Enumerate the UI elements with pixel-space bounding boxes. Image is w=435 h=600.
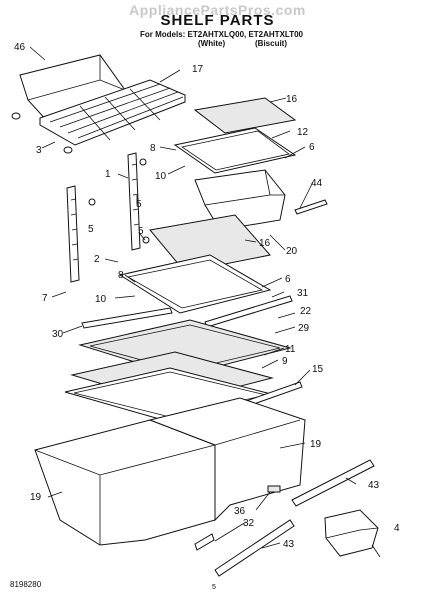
callout-1: 1 xyxy=(105,169,111,180)
callout-5-lower: 5 xyxy=(138,226,144,237)
part-19-crisper-drawer-left xyxy=(34,419,216,546)
callout-17: 17 xyxy=(192,64,204,75)
callout-4: 4 xyxy=(394,523,400,534)
callout-10-upper: 10 xyxy=(155,171,167,182)
model-list: For Models: ET2AHTXLQ00, ET2AHTXLT00 xyxy=(140,30,303,39)
callout-43-lower: 43 xyxy=(283,539,295,550)
part-4-dairy-bin xyxy=(324,509,379,557)
part-19-crisper-drawer-right xyxy=(148,397,306,522)
part-44-trim xyxy=(294,199,328,215)
part-6-shelf-frame xyxy=(118,254,272,314)
callout-43-upper: 43 xyxy=(368,480,380,491)
callout-11: 11 xyxy=(285,344,296,355)
callout-15: 15 xyxy=(312,364,324,375)
callout-19-left: 19 xyxy=(30,492,42,503)
callout-2: 2 xyxy=(94,254,100,265)
part-36-slide xyxy=(267,485,281,493)
callout-6-upper: 6 xyxy=(309,142,315,153)
part-12-shelf-frame-upper xyxy=(173,127,297,174)
callout-8-lower: 8 xyxy=(118,270,124,281)
part-17-wire-shelf xyxy=(39,79,186,146)
callout-36: 36 xyxy=(234,506,246,517)
callout-22: 22 xyxy=(300,306,312,317)
color-white-label: (White) xyxy=(198,39,226,48)
callout-20: 20 xyxy=(286,246,298,257)
watermark: AppliancePartsPros.com xyxy=(129,2,306,18)
part-16-glass-shelf-upper xyxy=(193,97,297,134)
color-biscuit-label: (Biscuit) xyxy=(255,39,287,48)
callout-46: 46 xyxy=(14,42,26,53)
callout-3: 3 xyxy=(36,145,42,156)
callout-16-upper: 16 xyxy=(286,94,298,105)
part-43-trim-lower xyxy=(214,519,295,577)
callout-7: 7 xyxy=(42,293,48,304)
callout-5-right: 5 xyxy=(136,199,142,210)
callout-6-lower: 6 xyxy=(285,274,291,285)
part-2-shelf-rail xyxy=(66,185,80,283)
callout-5-left: 5 xyxy=(88,224,94,235)
part-30-trim xyxy=(81,307,173,329)
callout-12: 12 xyxy=(297,127,309,138)
part-44-crisper-bin xyxy=(194,169,286,231)
callout-19-right: 19 xyxy=(310,439,322,450)
document-number: 8198280 xyxy=(10,580,42,589)
diagram-title: SHELF PARTS xyxy=(160,12,275,29)
callout-8-upper: 8 xyxy=(150,143,156,154)
callout-30: 30 xyxy=(52,329,64,340)
callout-32: 32 xyxy=(243,518,255,529)
leader-lines xyxy=(29,46,381,558)
part-3-clips xyxy=(11,112,73,154)
part-43-trim-upper xyxy=(291,459,375,507)
callout-10-lower: 10 xyxy=(95,294,107,305)
part-1-shelf-rail xyxy=(127,152,141,251)
part-32-bracket xyxy=(194,533,215,551)
part-16-glass-shelf-lower xyxy=(149,214,271,273)
part-5-screws xyxy=(88,158,150,244)
callout-9: 9 xyxy=(282,356,288,367)
callout-44: 44 xyxy=(311,178,323,189)
page-number: 5 xyxy=(212,584,216,591)
callout-31: 31 xyxy=(297,288,309,299)
callout-29: 29 xyxy=(298,323,310,334)
callout-16-lower: 16 xyxy=(259,238,271,249)
